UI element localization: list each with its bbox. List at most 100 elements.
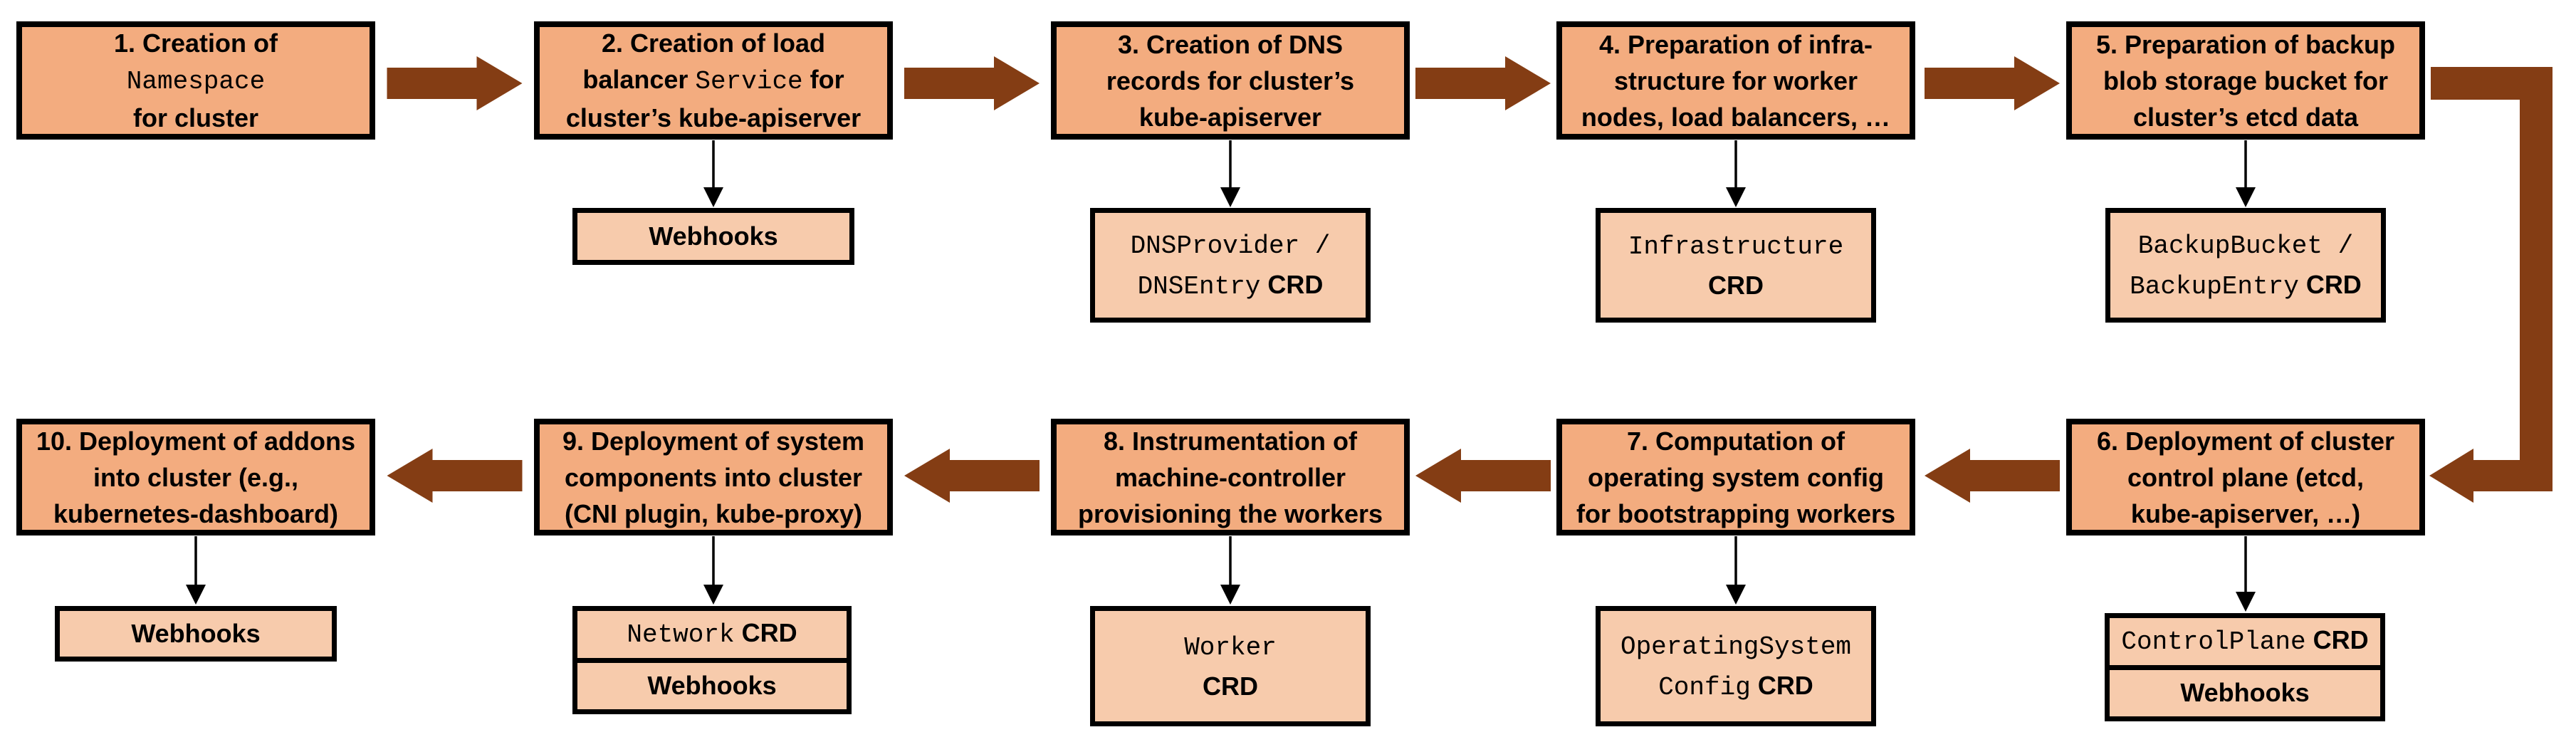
- text-line: into cluster (e.g.,: [93, 459, 298, 496]
- label-text: Webhooks: [131, 619, 261, 648]
- text-line: control plane (etcd,: [2127, 459, 2364, 496]
- webhooks-box-step2: Webhooks: [572, 208, 854, 265]
- connector-step7-sub: [1726, 536, 1746, 605]
- label-text: balancer: [582, 65, 696, 94]
- crd-row: BackupBucket / BackupEntry CRD: [2110, 213, 2381, 318]
- text-line: 3. Creation of DNS: [1118, 26, 1343, 63]
- flow-arrow-1-2: [387, 56, 523, 110]
- text-line: balancer Service for: [582, 61, 844, 100]
- text-line: cluster’s etcd data: [2133, 99, 2358, 135]
- label-text: structure for worker: [1613, 66, 1858, 95]
- flow-arrow-3-4: [1415, 56, 1551, 110]
- connector-step3-sub: [1220, 140, 1240, 207]
- flow-arrow-9-10: [387, 449, 523, 503]
- code-text: Namespace: [126, 67, 266, 96]
- label-text: Webhooks: [2180, 678, 2310, 708]
- text-line: OperatingSystem: [1621, 626, 1851, 667]
- text-line: Config CRD: [1658, 667, 1813, 707]
- connector-step9-sub: [703, 536, 723, 605]
- text-line: records for cluster’s: [1106, 63, 1354, 99]
- text-line: 5. Preparation of backup: [2096, 26, 2395, 63]
- text-line: for bootstrapping workers: [1576, 496, 1895, 532]
- connector-step4-sub: [1726, 140, 1746, 207]
- controlplane-crd-webhooks-box: ControlPlane CRD Webhooks: [2105, 613, 2385, 721]
- code-text: ControlPlane: [2121, 627, 2306, 657]
- label-text: Webhooks: [647, 671, 777, 701]
- step-box-6: 6. Deployment of cluster control plane (e…: [2066, 419, 2425, 535]
- text-line: Webhooks: [647, 667, 776, 705]
- label-text: records for cluster’s: [1106, 66, 1355, 95]
- text-line: ControlPlane CRD: [2121, 621, 2368, 662]
- text-line: cluster’s kube-apiserver: [566, 100, 861, 136]
- label-text: kube-apiserver, …): [2130, 498, 2361, 528]
- label-text: Webhooks: [649, 221, 778, 251]
- text-line: DNSEntry CRD: [1138, 266, 1324, 306]
- label-text: 7. Computation of: [1627, 426, 1845, 456]
- connector-step10-sub: [186, 536, 206, 605]
- label-text: CRD: [2305, 625, 2369, 655]
- text-line: BackupBucket /: [2138, 225, 2353, 266]
- text-line: CRD: [1203, 667, 1258, 706]
- step-box-1: 1. Creation of Namespace for cluster: [16, 21, 375, 140]
- text-line: Webhooks: [131, 615, 260, 653]
- code-text: Config: [1658, 672, 1751, 702]
- text-line: Worker: [1184, 627, 1277, 667]
- network-crd-webhooks-box: Network CRD Webhooks: [572, 606, 852, 714]
- label-text: cluster’s etcd data: [2132, 102, 2359, 132]
- webhooks-row: Webhooks: [60, 611, 332, 657]
- crd-row: DNSProvider /DNSEntry CRD: [1095, 213, 1366, 318]
- text-line: 4. Preparation of infra-: [1599, 26, 1873, 63]
- code-text: Worker: [1184, 633, 1277, 662]
- connector-step6-sub: [2236, 536, 2256, 612]
- text-line: 10. Deployment of addons: [36, 423, 355, 459]
- code-text: BackupEntry: [2130, 271, 2299, 301]
- label-text: CRD: [1750, 670, 1813, 700]
- label-text: CRD: [2298, 269, 2362, 299]
- label-text: 10. Deployment of addons: [36, 426, 356, 456]
- code-text: Network: [627, 620, 735, 650]
- flow-arrow-6-7: [1925, 449, 2060, 503]
- text-line: 6. Deployment of cluster: [2097, 423, 2394, 459]
- text-line: BackupEntry CRD: [2130, 266, 2362, 306]
- label-text: CRD: [1203, 672, 1258, 701]
- code-text: Infrastructure: [1628, 232, 1844, 261]
- code-text: Service: [695, 67, 803, 96]
- backupbucket-backupentry-crd-box: BackupBucket / BackupEntry CRD: [2105, 208, 2386, 323]
- webhooks-row: Webhooks: [2110, 664, 2380, 717]
- text-line: Webhooks: [2180, 674, 2309, 712]
- code-text: BackupBucket /: [2137, 231, 2354, 261]
- flow-arrow-2-3: [904, 56, 1040, 110]
- text-line: Namespace: [127, 61, 265, 100]
- label-text: 8. Instrumentation of: [1103, 426, 1357, 456]
- text-line: (CNI plugin, kube-proxy): [565, 496, 862, 532]
- code-text: DNSEntry: [1137, 271, 1261, 301]
- connector-step2-sub: [703, 140, 723, 207]
- text-line: kube-apiserver: [1139, 99, 1321, 135]
- label-text: kube-apiserver: [1138, 102, 1322, 132]
- label-text: 6. Deployment of cluster: [2096, 426, 2395, 456]
- text-line: 7. Computation of: [1627, 423, 1845, 459]
- flow-arrow-7-8: [1415, 449, 1551, 503]
- label-text: (CNI plugin, kube-proxy): [565, 498, 862, 528]
- text-line: for cluster: [133, 100, 258, 136]
- label-text: for: [802, 65, 844, 94]
- webhooks-row: Webhooks: [577, 657, 847, 710]
- dnsprovider-dnsentry-crd-box: DNSProvider /DNSEntry CRD: [1090, 208, 1371, 323]
- text-line: 2. Creation of load: [602, 25, 825, 61]
- text-line: kubernetes-dashboard): [53, 496, 338, 532]
- label-text: components into cluster: [564, 462, 863, 492]
- label-text: CRD: [1260, 269, 1324, 299]
- text-line: operating system config: [1588, 459, 1884, 496]
- label-text: control plane (etcd,: [2127, 462, 2365, 492]
- label-text: for bootstrapping workers: [1576, 498, 1896, 528]
- webhooks-box-step10: Webhooks: [55, 606, 337, 662]
- label-text: 9. Deployment of system: [562, 426, 865, 456]
- text-line: blob storage bucket for: [2103, 63, 2388, 99]
- text-line: Webhooks: [649, 217, 777, 256]
- text-line: 1. Creation of: [114, 25, 278, 61]
